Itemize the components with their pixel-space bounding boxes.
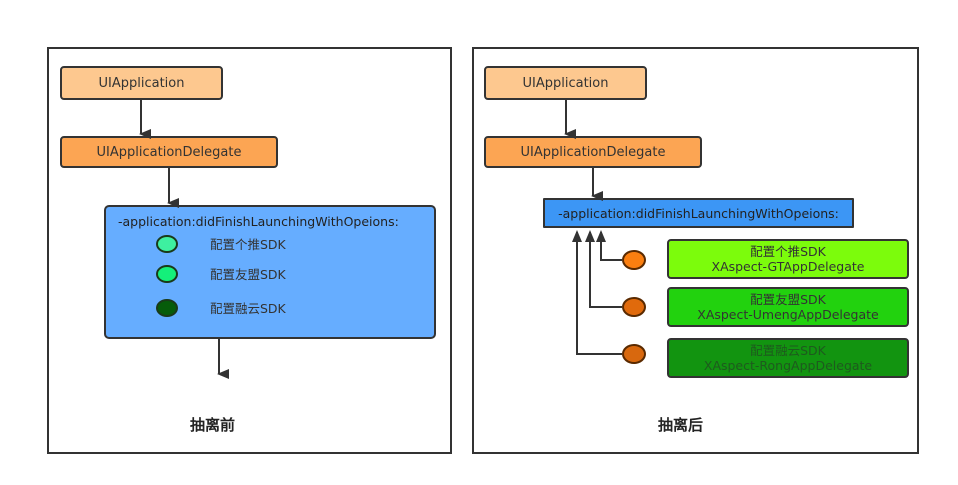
did-finish-launching-box-before: -application:didFinishLaunchingWithOpeio… (104, 205, 436, 339)
hook-dot-rong-icon (622, 344, 646, 364)
sdk-dot-icon (156, 234, 178, 253)
ui-application-box-before: UIApplication (60, 66, 223, 100)
sdk-box-delegate: XAspect-UmengAppDelegate (697, 307, 879, 322)
ui-application-delegate-box-before: UIApplicationDelegate (60, 136, 278, 168)
sdk-item-label: 配置融云SDK (210, 301, 286, 316)
sdk-box-umeng: 配置友盟SDK XAspect-UmengAppDelegate (667, 287, 909, 327)
sdk-dot-icon (156, 298, 178, 317)
hook-arrow-rong (572, 230, 622, 355)
sdk-item-rong: 配置融云SDK (156, 298, 286, 317)
did-finish-launching-box-after: -application:didFinishLaunchingWithOpeio… (543, 198, 854, 228)
hook-dot-umeng-icon (622, 297, 646, 317)
sdk-box-delegate: XAspect-RongAppDelegate (703, 358, 873, 373)
sdk-dot-icon (156, 264, 178, 283)
ui-application-box-after: UIApplication (484, 66, 647, 100)
sdk-box-title: 配置友盟SDK (750, 292, 826, 307)
sdk-box-title: 配置融云SDK (750, 343, 826, 358)
hook-arrow-umeng (585, 230, 622, 308)
method-label: -application:didFinishLaunchingWithOpeio… (118, 214, 399, 229)
sdk-box-delegate: XAspect-GTAppDelegate (711, 259, 865, 274)
sdk-item-label: 配置个推SDK (210, 237, 286, 252)
hook-dot-getui-icon (622, 250, 646, 270)
after-caption: 抽离后 (658, 416, 704, 434)
ui-application-delegate-box-after: UIApplicationDelegate (484, 136, 702, 168)
sdk-item-umeng: 配置友盟SDK (156, 264, 286, 283)
before-caption: 抽离前 (190, 416, 236, 434)
hook-arrow-getui (596, 230, 622, 261)
sdk-item-label: 配置友盟SDK (210, 267, 286, 282)
sdk-box-rong: 配置融云SDK XAspect-RongAppDelegate (667, 338, 909, 378)
sdk-box-title: 配置个推SDK (750, 244, 826, 259)
sdk-box-getui: 配置个推SDK XAspect-GTAppDelegate (667, 239, 909, 279)
sdk-item-getui: 配置个推SDK (156, 234, 286, 253)
